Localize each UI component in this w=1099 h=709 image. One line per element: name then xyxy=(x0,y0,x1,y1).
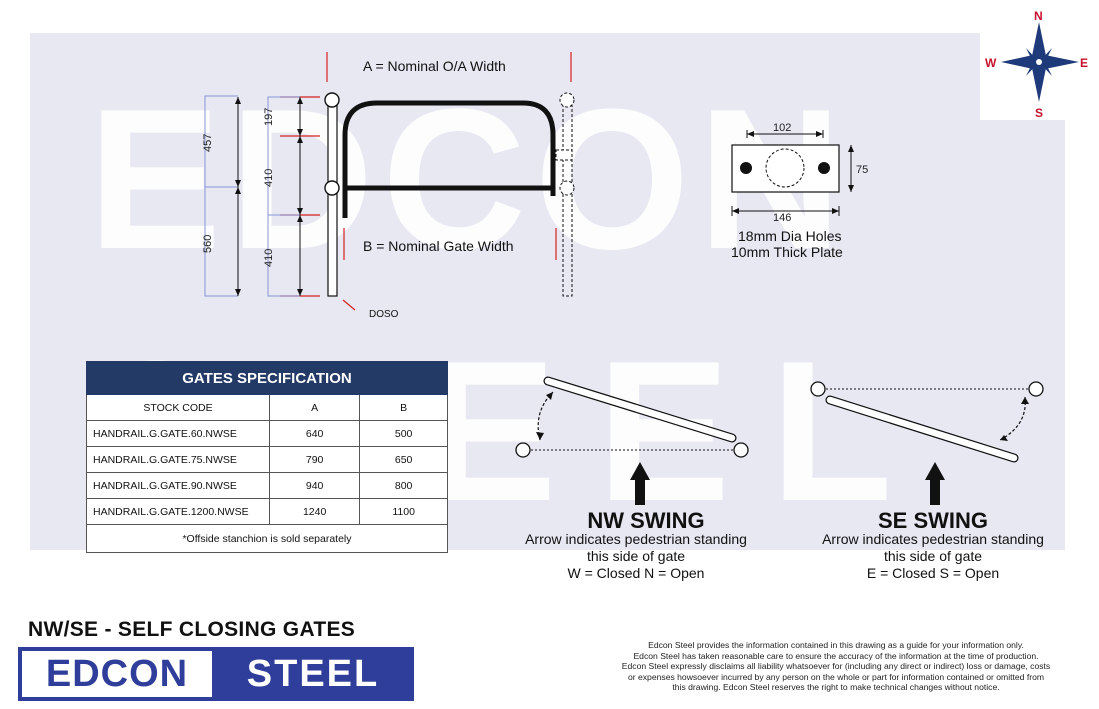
compass-icon: N S E W xyxy=(980,8,1096,120)
table-row: HANDRAIL.G.GATE.90.NWSE 940 800 xyxy=(86,472,448,499)
se-desc-2: this side of gate xyxy=(883,548,983,564)
cell-a: 790 xyxy=(268,446,361,473)
cell-code: HANDRAIL.G.GATE.60.NWSE xyxy=(86,420,270,447)
width-b-label: B = Nominal Gate Width xyxy=(363,238,514,254)
col-stock-code: STOCK CODE xyxy=(86,394,270,421)
cell-code: HANDRAIL.G.GATE.75.NWSE xyxy=(86,446,270,473)
compass-w: W xyxy=(985,56,997,70)
disclaimer-line: Edcon Steel provides the information con… xyxy=(648,640,1024,650)
se-desc-3: E = Closed S = Open xyxy=(866,565,1000,581)
logo-left: EDCON xyxy=(20,649,214,699)
table-row: HANDRAIL.G.GATE.60.NWSE 640 500 xyxy=(86,420,448,447)
cell-b: 1100 xyxy=(359,498,448,525)
nw-desc-2: this side of gate xyxy=(586,548,686,564)
dim-560: 560 xyxy=(202,235,214,253)
nw-swing-diagram xyxy=(515,376,749,505)
compass-e: E xyxy=(1080,56,1088,70)
dim-410-mid: 410 xyxy=(263,169,275,187)
doso-label: DOSO xyxy=(369,309,399,320)
plate-note-1: 18mm Dia Holes xyxy=(738,228,841,244)
cell-a: 940 xyxy=(268,472,361,499)
se-desc-1: Arrow indicates pedestrian standing xyxy=(822,531,1044,547)
dim-410-bottom: 410 xyxy=(263,249,275,267)
cell-a: 640 xyxy=(268,420,361,447)
table-row: HANDRAIL.G.GATE.75.NWSE 790 650 xyxy=(86,446,448,473)
nw-desc-1: Arrow indicates pedestrian standing xyxy=(525,531,747,547)
cell-b: 800 xyxy=(359,472,448,499)
disclaimer-line: Edcon Steel expressly disclaims all liab… xyxy=(621,661,1051,671)
col-b: B xyxy=(359,394,448,421)
offside-stanchion xyxy=(555,92,575,297)
compass-s: S xyxy=(1035,106,1043,120)
nw-swing-desc: Arrow indicates pedestrian standing this… xyxy=(496,531,776,582)
dim-457: 457 xyxy=(202,134,214,152)
disclaimer-line: Edcon Steel has taken reasonable care to… xyxy=(633,650,1039,661)
cell-b: 500 xyxy=(359,420,448,447)
base-plate: 102 146 75 18mm Dia Holes 10mm Thick Pla… xyxy=(731,122,868,260)
table-note: *Offside stanchion is sold separately xyxy=(86,524,448,553)
disclaimer: Edcon Steel provides the information con… xyxy=(596,640,1076,693)
plate-height: 75 xyxy=(856,164,868,176)
disclaimer-line: or expenses howsoever incurred by any pe… xyxy=(627,671,1045,682)
table-header-row: STOCK CODE A B xyxy=(86,394,448,421)
dim-197: 197 xyxy=(263,108,275,126)
left-post xyxy=(324,92,340,297)
se-swing-desc: Arrow indicates pedestrian standing this… xyxy=(793,531,1073,582)
se-swing-title: SE SWING xyxy=(877,508,988,533)
compass-n: N xyxy=(1034,9,1043,23)
plate-width-top: 102 xyxy=(773,122,791,134)
edcon-steel-logo: EDCON STEEL xyxy=(18,647,414,701)
spec-title: GATES SPECIFICATION xyxy=(86,361,448,395)
document-title: NW/SE - SELF CLOSING GATES xyxy=(28,618,356,641)
plate-width-bottom: 146 xyxy=(773,212,791,224)
width-a-label: A = Nominal O/A Width xyxy=(363,58,506,74)
nw-desc-3: W = Closed N = Open xyxy=(567,565,705,581)
disclaimer-line: this drawing. Edcon Steel reserves the r… xyxy=(672,682,1000,692)
table-row: HANDRAIL.G.GATE.1200.NWSE 1240 1100 xyxy=(86,498,448,525)
col-a: A xyxy=(268,394,361,421)
gate-frame xyxy=(342,100,556,218)
plate-note-2: 10mm Thick Plate xyxy=(731,244,843,260)
gates-spec-table: GATES SPECIFICATION STOCK CODE A B HANDR… xyxy=(86,361,448,553)
nw-swing-title: NW SWING xyxy=(587,508,705,533)
logo-right: STEEL xyxy=(246,653,380,695)
cell-b: 650 xyxy=(359,446,448,473)
cell-a: 1240 xyxy=(268,498,361,525)
cell-code: HANDRAIL.G.GATE.90.NWSE xyxy=(86,472,270,499)
cell-code: HANDRAIL.G.GATE.1200.NWSE xyxy=(86,498,270,525)
se-swing-diagram xyxy=(810,381,1044,505)
